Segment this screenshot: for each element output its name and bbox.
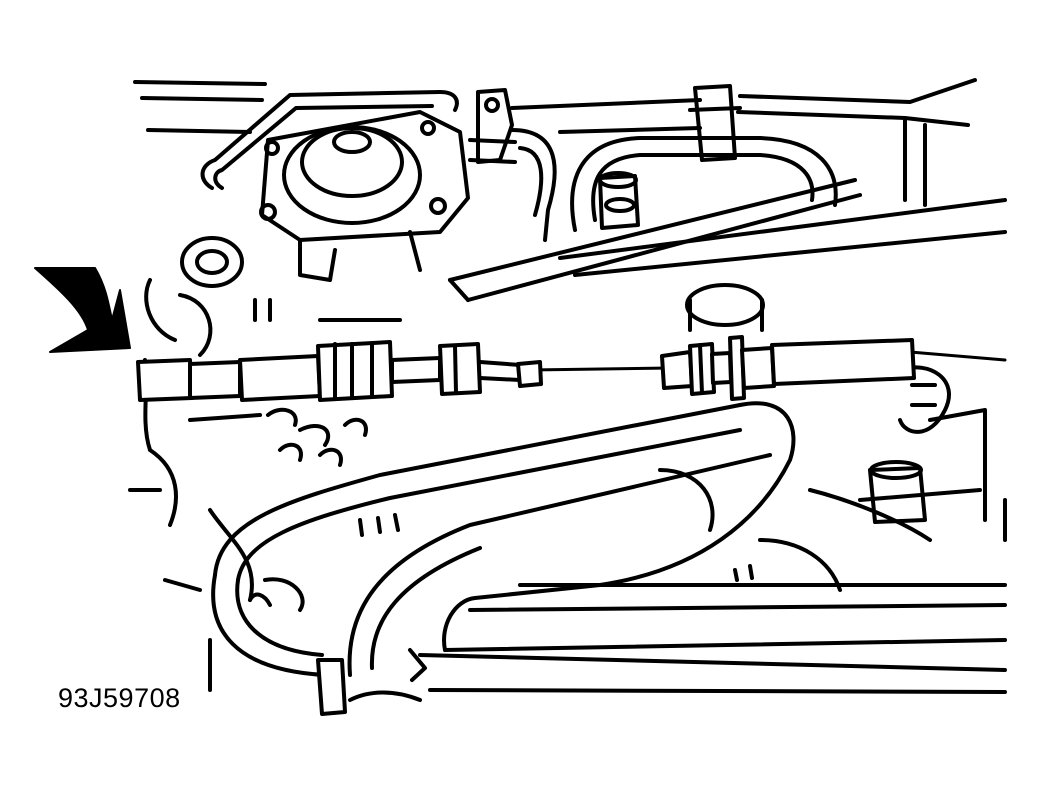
right-components <box>685 283 1007 542</box>
hose-clamp <box>688 84 742 162</box>
upper-hoses <box>448 128 1007 302</box>
engine-block-left <box>128 236 402 692</box>
clip-bracket <box>468 88 517 164</box>
diaphragm-valve <box>259 110 470 282</box>
intake-manifold <box>211 401 1007 694</box>
vacuum-line <box>200 90 459 190</box>
hose-end-clamp <box>316 648 427 716</box>
body-panel-lines <box>133 78 977 207</box>
figure-code-label: 93J59708 <box>58 683 181 713</box>
throttle-cable <box>136 335 1007 402</box>
pointer-arrow-icon <box>34 267 131 353</box>
vacuum-fitting <box>598 171 640 230</box>
